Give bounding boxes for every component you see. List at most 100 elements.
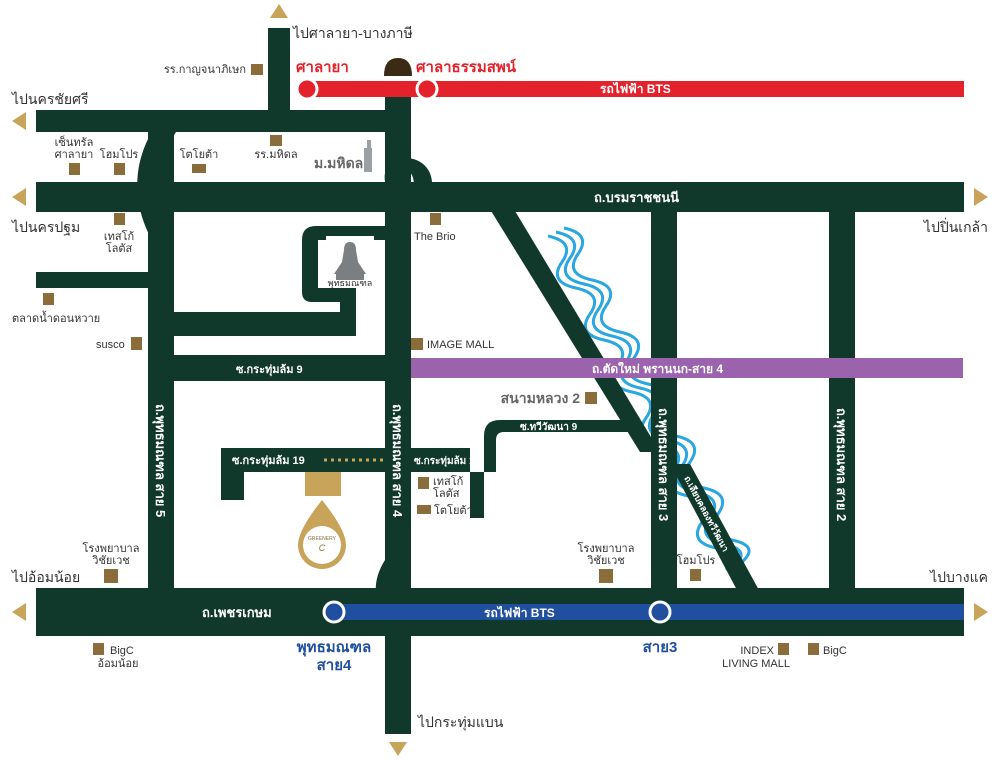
road-soi18-label: ซ.กระทุ่มล้ม 18 xyxy=(414,455,481,467)
road-sai4-label: ถ.พุทธมณฑล สาย 4 xyxy=(389,404,405,518)
phutthamonthon-statue-icon xyxy=(326,236,374,286)
place-school-kanjana: รร.กาญจนาภิเษก xyxy=(164,64,246,76)
road-sai3-label: ถ.พุทธมณฑล สาย 3 xyxy=(655,408,671,521)
toyota2-icon[interactable] xyxy=(417,505,431,514)
dir-krathumbaen-label: ไปกระทุ่มแบน xyxy=(417,714,504,731)
place-phutthamonthon: พุทธมณฑล xyxy=(328,278,373,289)
place-index-2: LIVING MALL xyxy=(722,658,790,670)
arrow-north-icon xyxy=(270,4,288,18)
place-school-mahidol: รร.มหิดล xyxy=(254,149,297,161)
station-salathammasop-dot[interactable] xyxy=(415,77,439,101)
school-mahidol-icon[interactable] xyxy=(270,135,282,146)
arrow-east-bangkhae-icon xyxy=(974,603,988,621)
road-tatmai-label: ถ.ตัดใหม่ พรานนก-สาย 4 xyxy=(592,361,723,376)
mahidol-building-icon xyxy=(364,140,372,172)
sanamluang2-icon[interactable] xyxy=(585,392,597,404)
road-tatmai xyxy=(411,358,963,378)
susco-icon[interactable] xyxy=(131,337,142,350)
the-brio-icon[interactable] xyxy=(430,213,441,225)
place-hospital2-1: โรงพยาบาล xyxy=(578,541,635,555)
station-phutthamonthon4-dot[interactable] xyxy=(322,600,346,624)
road-sai5-label: ถ.พุทธมณฑล สาย 5 xyxy=(152,404,168,517)
dir-nakhonpathom-label: ไปนครปฐม xyxy=(11,219,80,236)
road-nakhonchaisri xyxy=(36,110,388,132)
arrow-south-icon xyxy=(389,742,407,756)
project-logo-circle xyxy=(303,526,341,564)
dir-nakhonchaisri-label: ไปนครชัยศรี xyxy=(11,91,89,107)
direction-arrows xyxy=(12,4,988,756)
project-logo-text: GREENERY xyxy=(308,536,337,542)
place-bigc1-2: อ้อมน้อย xyxy=(97,658,138,670)
station-phutthamonthon4-label2: สาย4 xyxy=(317,657,352,674)
dir-bangkhae-label: ไปบางแค xyxy=(929,569,988,585)
arrow-west-nakhonpathom-icon xyxy=(12,188,26,206)
road-liabkhlong-label: ถ.เลียบคลองทวีวัฒนา xyxy=(682,474,730,553)
place-sanamluang2: สนามหลวง 2 xyxy=(501,390,581,406)
arrow-west-nakhonchaisri-icon xyxy=(12,112,26,130)
bts-red-line xyxy=(300,81,964,97)
bigc2-icon[interactable] xyxy=(808,643,819,655)
image-mall-icon[interactable] xyxy=(411,338,423,350)
place-hospital1-1: โรงพยาบาล xyxy=(83,541,140,555)
place-homepro2: โฮมโปร xyxy=(677,553,716,567)
road-borommaratchachonnani-label: ถ.บรมราชชนนี xyxy=(594,190,679,205)
bts-red-text: รถไฟฟ้า BTS xyxy=(600,81,671,96)
road-sai2 xyxy=(829,182,855,592)
place-tesco2-1: เทสโก้ xyxy=(433,474,463,488)
floating-market-icon[interactable] xyxy=(43,293,54,305)
road-soi9 xyxy=(160,355,400,381)
toyota1-icon[interactable] xyxy=(192,164,206,173)
road-west-stub xyxy=(36,272,166,288)
place-tesco2-2: โลตัส xyxy=(433,486,460,500)
place-index-1: INDEX xyxy=(740,645,774,657)
place-hospital1-2: วิชัยเวช xyxy=(91,555,129,567)
station-salaya-label: ศาลายา xyxy=(296,59,349,76)
station-salathammasop-label: ศาลาธรรมสพน์ xyxy=(416,58,517,76)
project-site-block xyxy=(305,472,341,496)
homepro2-icon[interactable] xyxy=(690,569,701,581)
road-soi18 xyxy=(408,420,640,518)
arrow-west-omnoi-icon xyxy=(12,603,26,621)
road-sai5-curve xyxy=(137,132,176,240)
project-logo-script: C xyxy=(319,543,326,553)
place-central-1: เซ็นทรัล xyxy=(55,135,94,149)
place-the-brio: The Brio xyxy=(414,231,456,243)
road-north-salaya xyxy=(268,28,290,116)
bigc1-icon[interactable] xyxy=(93,643,104,655)
place-tesco1-2: โลตัส xyxy=(106,241,133,255)
station-tunnel-icon xyxy=(384,58,412,76)
tesco1-icon[interactable] xyxy=(114,213,125,225)
dir-omnoi-label: ไปอ้อมน้อย xyxy=(11,569,80,585)
place-mahidol-univ: ม.มหิดล xyxy=(314,155,363,171)
poi-icons xyxy=(43,64,819,655)
place-bigc1-1: BigC xyxy=(110,645,134,657)
index-icon[interactable] xyxy=(778,643,789,655)
homepro1-icon[interactable] xyxy=(114,163,125,175)
place-homepro1: โฮมโปร xyxy=(100,147,139,161)
place-bigc2: BigC xyxy=(823,645,847,657)
tesco2-icon[interactable] xyxy=(418,477,429,489)
hospital1-icon[interactable] xyxy=(104,569,118,583)
road-taweewattana9-label: ซ.ทวีวัฒนา 9 xyxy=(520,421,578,433)
road-diagonal xyxy=(488,206,660,452)
place-toyota2: โตโยต้า xyxy=(434,503,473,517)
station-salaya-dot[interactable] xyxy=(295,77,319,101)
road-network xyxy=(36,28,964,734)
station-sai3-label: สาย3 xyxy=(643,639,678,656)
school-kanjana-icon[interactable] xyxy=(251,64,263,75)
place-floating-market: ตลาดน้ำดอนหวาย xyxy=(12,310,100,325)
dir-north-label: ไปศาลายา-บางภาษี xyxy=(292,25,413,41)
road-sai3 xyxy=(651,182,677,592)
dir-pinklao-label: ไปปิ่นเกล้า xyxy=(923,218,988,235)
road-soi9-label: ซ.กระทุ่มล้ม 9 xyxy=(236,363,303,377)
place-image-mall: IMAGE MALL xyxy=(427,339,494,351)
road-sai4-curve xyxy=(384,158,432,212)
place-hospital2-2: วิชัยเวช xyxy=(586,555,624,567)
station-sai3-dot[interactable] xyxy=(648,600,672,624)
hospital2-icon[interactable] xyxy=(599,569,613,583)
road-phetkasem-label: ถ.เพชรเกษม xyxy=(202,605,272,620)
place-central-2: ศาลายา xyxy=(55,149,94,161)
central-icon[interactable] xyxy=(69,163,80,175)
